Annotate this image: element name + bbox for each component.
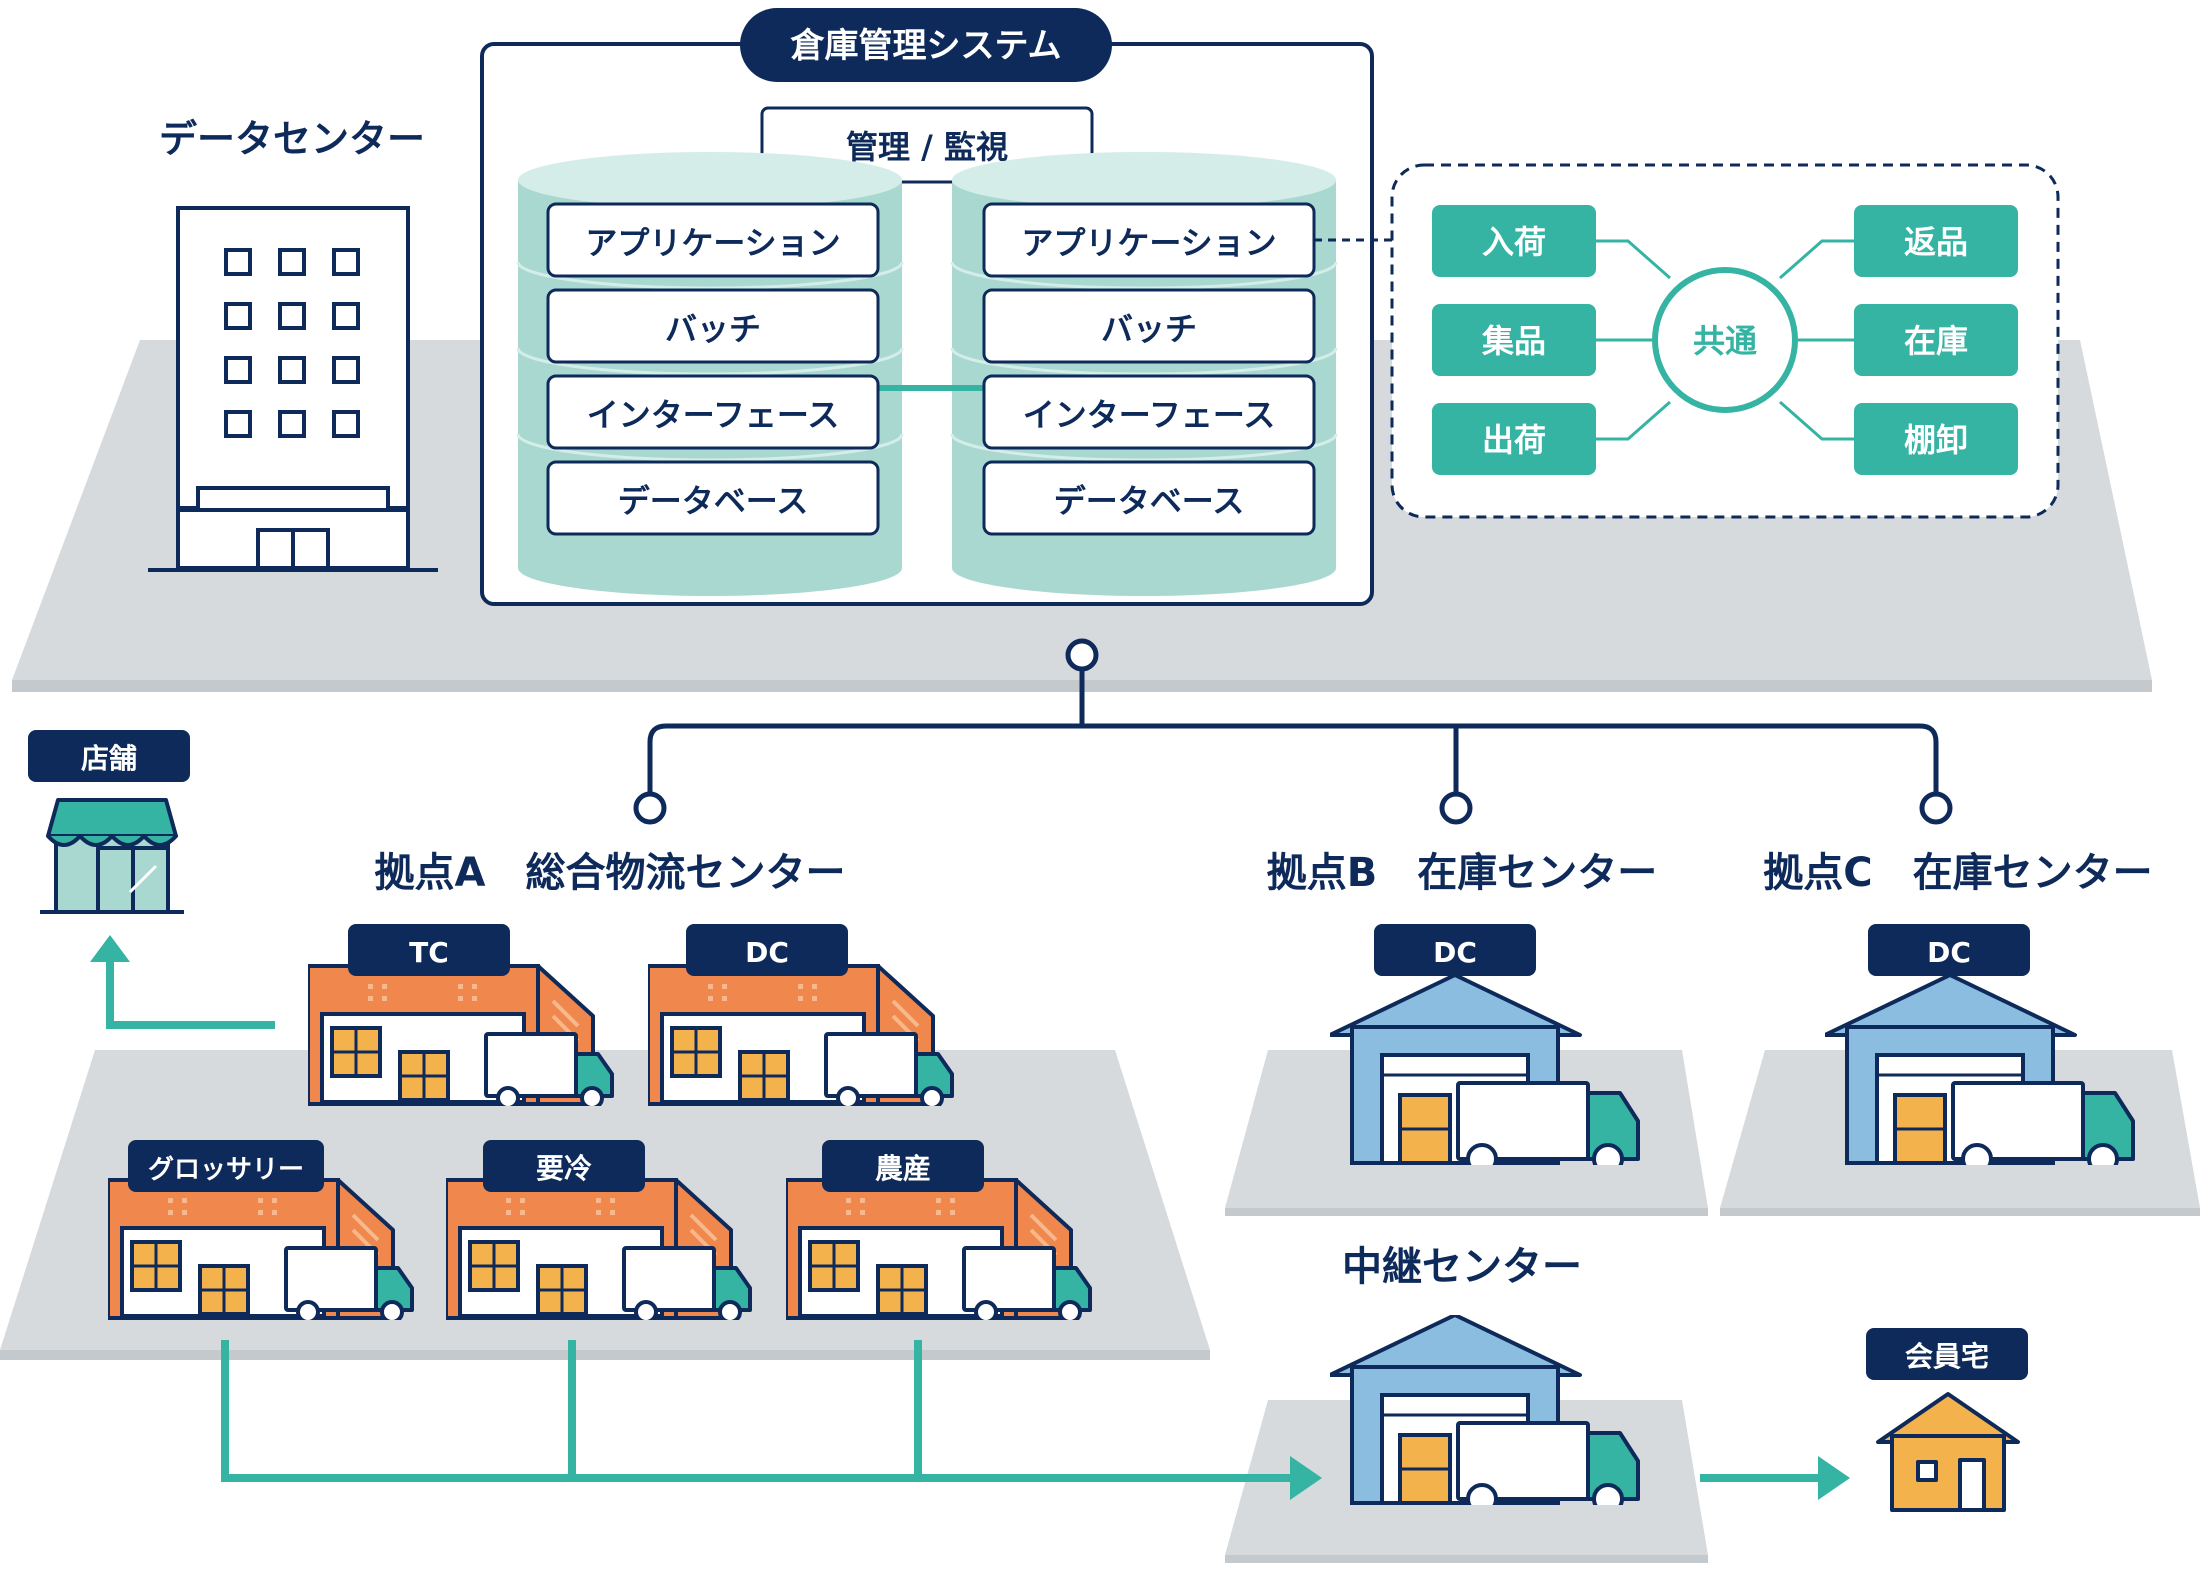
layer-application: アプリケーション bbox=[585, 224, 840, 262]
layer-application: アプリケーション bbox=[1021, 224, 1276, 262]
badge-refrigerated: 要冷 bbox=[536, 1152, 592, 1185]
badge-grocery: グロッサリー bbox=[148, 1155, 304, 1185]
relay-title: 中継センター bbox=[1342, 1244, 1582, 1290]
wms-title: 倉庫管理システム bbox=[790, 26, 1062, 66]
site-b-title: 拠点B 在庫センター bbox=[1267, 850, 1658, 896]
flow-arrows bbox=[106, 952, 1818, 1482]
management-label: 管理 / 監視 bbox=[846, 128, 1008, 166]
store-icon bbox=[40, 798, 184, 914]
layer-database: データベース bbox=[618, 482, 808, 520]
store-badge-label: 店舗 bbox=[81, 742, 137, 775]
layer-interface: インターフェース bbox=[1023, 396, 1275, 434]
site-a-warehouse-badges: TC DC グロッサリー 要冷 農産 bbox=[128, 924, 984, 1192]
badge-produce: 農産 bbox=[875, 1152, 931, 1185]
module-list-left: 入荷 集品 出荷 bbox=[1432, 205, 1596, 475]
stack-right: アプリケーション バッチ インターフェース データベース bbox=[982, 202, 1316, 536]
module-returns: 返品 bbox=[1904, 223, 1968, 261]
site-c-title: 拠点C 在庫センター bbox=[1763, 850, 2152, 896]
module-shipping: 出荷 bbox=[1482, 421, 1546, 459]
common-module-circle bbox=[1652, 267, 1798, 413]
module-receiving: 入荷 bbox=[1482, 223, 1546, 261]
member-home-badge-label: 会員宅 bbox=[1905, 1340, 1989, 1373]
site-c-badge-label: DC bbox=[1927, 936, 1971, 969]
site-c-badge bbox=[1868, 924, 2030, 976]
module-picking: 集品 bbox=[1481, 322, 1546, 360]
badge-tc: TC bbox=[409, 936, 449, 969]
layer-interface: インターフェース bbox=[587, 396, 839, 434]
layer-batch: バッチ bbox=[665, 310, 761, 348]
data-center-building-icon bbox=[148, 206, 438, 572]
arrow-to-store-icon bbox=[90, 935, 130, 962]
layer-batch: バッチ bbox=[1101, 310, 1197, 348]
data-center-label: データセンター bbox=[159, 117, 425, 161]
site-a-title: 拠点A 総合物流センター bbox=[375, 850, 846, 896]
house-icon bbox=[1876, 1392, 2020, 1512]
layer-database: データベース bbox=[1054, 482, 1244, 520]
badge-dc: DC bbox=[745, 936, 789, 969]
member-home-badge bbox=[1866, 1328, 2028, 1380]
network-connector bbox=[633, 638, 1953, 825]
stack-left: アプリケーション バッチ インターフェース データベース bbox=[546, 202, 880, 536]
module-list-right: 返品 在庫 棚卸 bbox=[1854, 205, 2018, 475]
wms-title-badge bbox=[740, 8, 1112, 82]
site-b-badge bbox=[1374, 924, 1536, 976]
store-badge bbox=[28, 730, 190, 782]
site-b-badge-label: DC bbox=[1433, 936, 1477, 969]
common-module-label: 共通 bbox=[1693, 322, 1757, 360]
module-stocktaking: 棚卸 bbox=[1904, 421, 1968, 459]
arrow-to-relay-icon bbox=[1290, 1456, 1322, 1500]
arrow-to-home-icon bbox=[1818, 1456, 1850, 1500]
module-inventory: 在庫 bbox=[1904, 322, 1968, 360]
